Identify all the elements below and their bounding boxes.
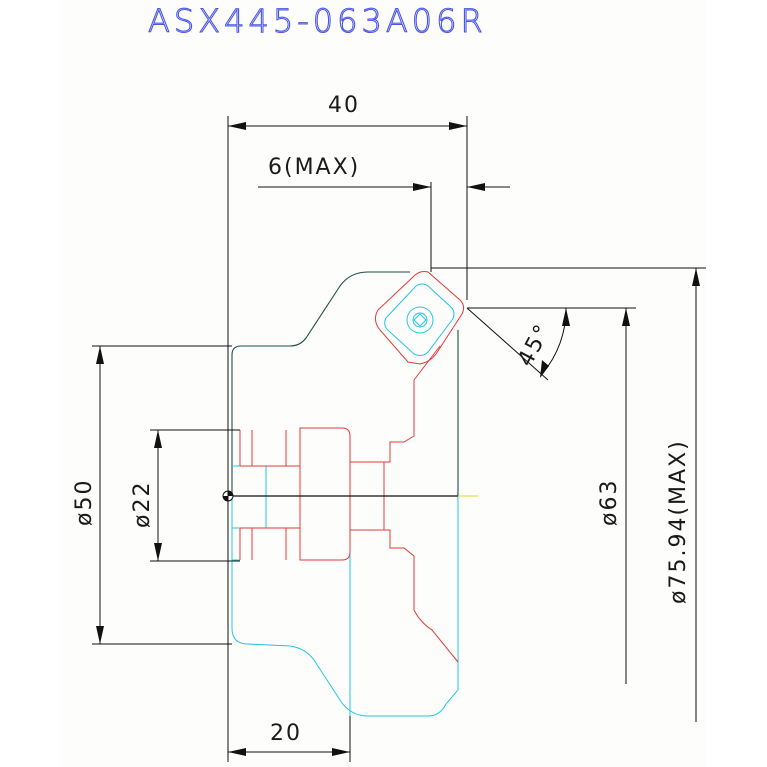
screw-torx-icon [413,313,427,327]
bore-line-lower [239,528,287,560]
hidden-body-outline [231,496,459,717]
dimension-width-20: 20 [227,496,351,762]
drawing-title: ASX445-063A06R [148,2,487,40]
dimension-label-dia63: ø63 [597,479,622,526]
dimension-label-20: 20 [270,721,302,746]
dimension-max-6: 6(MAX) [258,155,510,272]
dimension-label-6max: 6(MAX) [268,155,360,180]
paper-background [60,0,707,767]
dimension-label-dia22: ø22 [130,481,155,528]
insert-screw-inner [412,312,428,328]
insert-screw-outer [406,306,434,334]
insert-seat [384,283,455,357]
insert-outline [374,271,465,365]
dimension-dia-50: ø50 [72,345,232,645]
dimension-label-dia75: ø75.94(MAX) [666,439,691,604]
chip-pocket-line [299,345,459,663]
dimension-label-40: 40 [328,93,360,118]
bore-line-upper [239,430,287,466]
dimension-label-dia50: ø50 [72,479,97,526]
dimension-width-40: 40 [227,93,468,496]
dimension-dia-22: ø22 [130,429,240,562]
dimension-dia-75: ø75.94(MAX) [431,267,706,722]
dimension-dia-63: ø63 [597,308,630,684]
